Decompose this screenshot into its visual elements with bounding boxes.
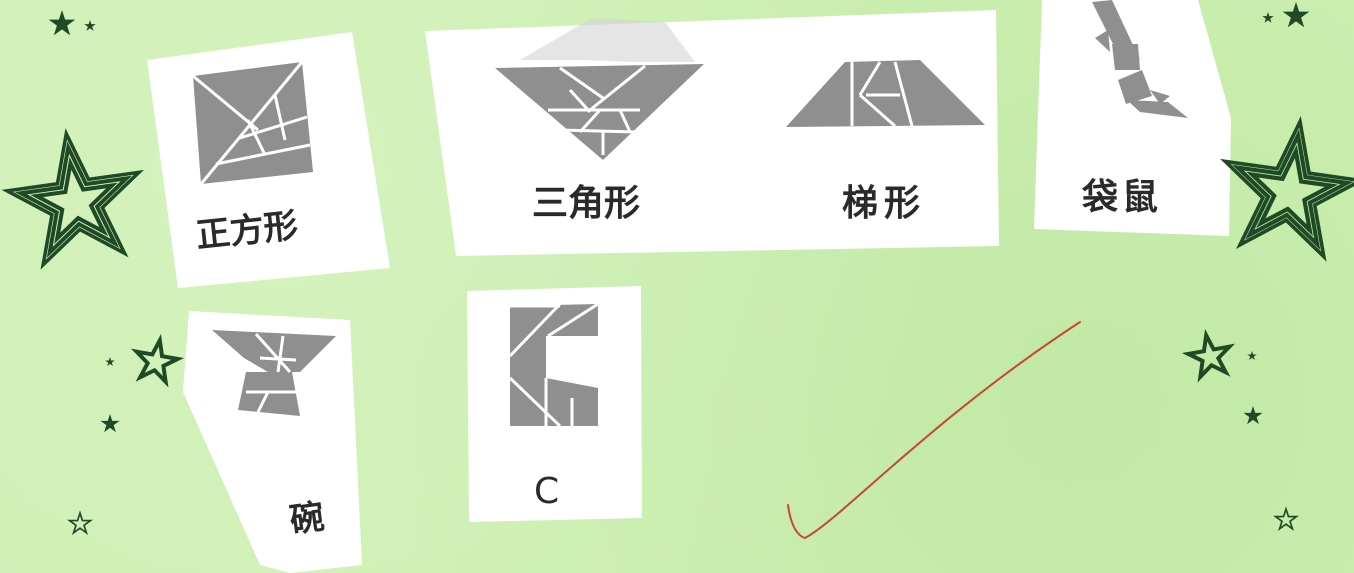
small-star-icon: [1247, 351, 1257, 361]
outline-star-icon: [1276, 509, 1297, 529]
trapezoid-tangram: [786, 60, 985, 128]
outline-star-icon: [132, 337, 180, 383]
label-bowl: 碗: [287, 496, 327, 542]
small-star-icon: [1262, 12, 1274, 23]
label-square: 正方形: [194, 205, 300, 257]
big-star-outline-icon: [1214, 112, 1354, 260]
label-trapezoid: 梯形: [842, 183, 927, 224]
small-star-icon: [48, 10, 76, 36]
kangaroo-tangram: [1092, 0, 1188, 118]
label-kangaroo: 袋鼠: [1082, 177, 1163, 218]
outline-star-icon: [1186, 332, 1234, 378]
square-tangram: [192, 61, 313, 185]
bowl-card: [183, 311, 362, 573]
big-star-outline-icon: [0, 124, 149, 268]
small-star-icon: [105, 357, 115, 367]
small-star-icon: [1282, 2, 1310, 28]
triangle-tangram: [495, 18, 704, 160]
small-star-icon: [100, 414, 120, 433]
outline-star-icon: [70, 513, 91, 533]
label-triangle: 三角形: [532, 183, 641, 224]
kangaroo-card: [1034, 0, 1231, 236]
small-star-icon: [1243, 406, 1263, 425]
label-letter-c: C: [534, 471, 560, 512]
red-check-mark: [787, 321, 1081, 540]
bowl-tangram: [212, 330, 336, 416]
small-star-icon: [84, 20, 96, 31]
letter-c-tangram: [508, 302, 599, 428]
